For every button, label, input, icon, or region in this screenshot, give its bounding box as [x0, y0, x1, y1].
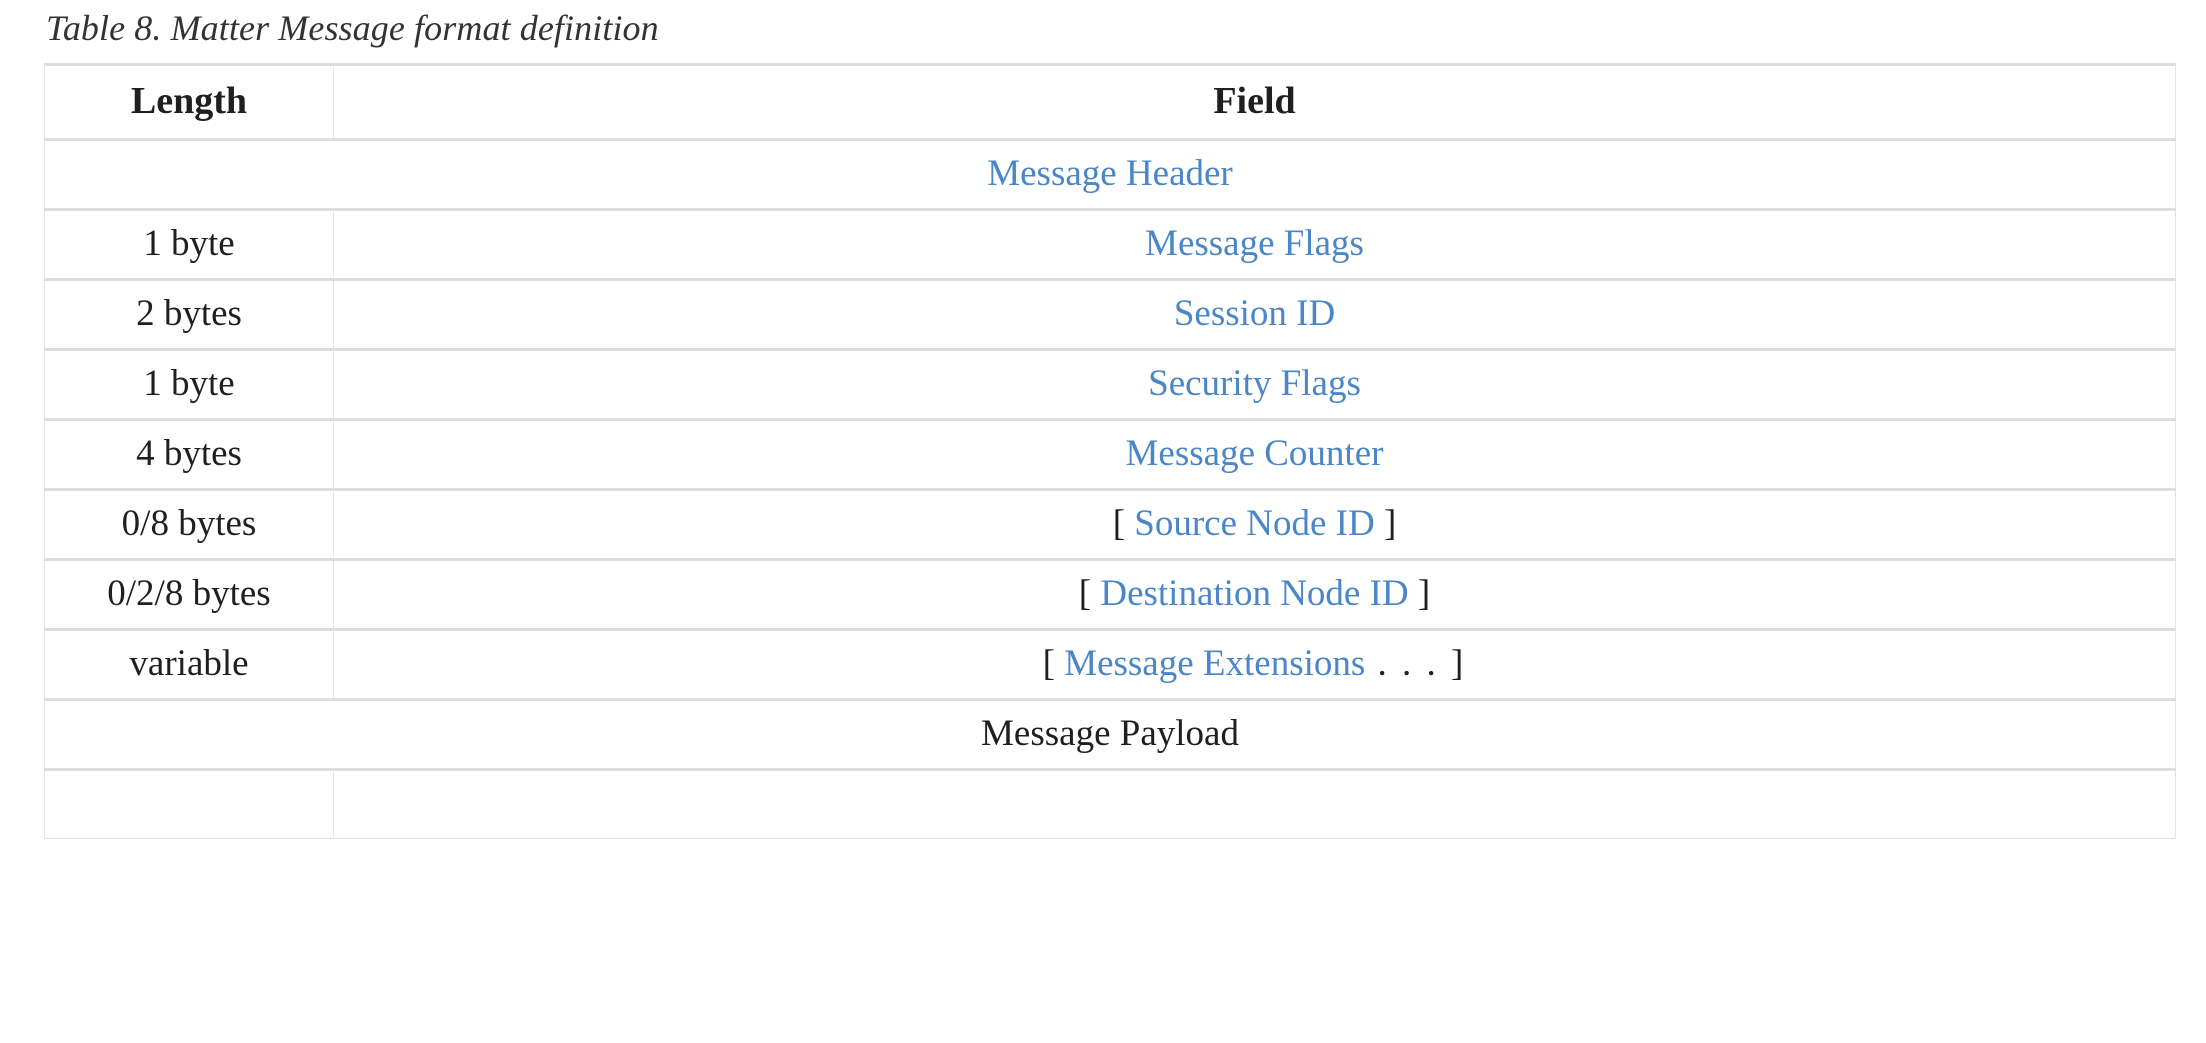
open-bracket: [ — [1078, 573, 1101, 615]
open-bracket: [ — [1112, 503, 1135, 545]
table-body: Message Header 1 byte Message Flags 2 bytes… — [44, 138, 2176, 839]
table-row: 1 byte Security Flags — [44, 348, 2176, 420]
table-row: 2 bytes Session ID — [44, 278, 2176, 350]
table-row — [44, 768, 2176, 839]
field-link[interactable]: Message Header — [987, 153, 1233, 195]
field-cell: Message Header — [44, 138, 2176, 210]
field-cell: [ Source Node ID ] — [333, 488, 2176, 560]
field-cell: Message Flags — [333, 208, 2176, 280]
length-cell: 1 byte — [44, 208, 334, 280]
length-cell: 2 bytes — [44, 278, 334, 350]
close-bracket: ] — [1374, 503, 1397, 545]
field-cell: [ Message Extensions . . . ] — [333, 628, 2176, 700]
field-link[interactable]: Security Flags — [1148, 363, 1361, 405]
field-label: Message Payload — [981, 713, 1239, 755]
field-link[interactable]: Session ID — [1173, 293, 1336, 335]
length-cell: variable — [44, 628, 334, 700]
field-link[interactable]: Message Flags — [1145, 223, 1364, 265]
table-row: variable[ Message Extensions . . . ] — [44, 628, 2176, 700]
length-cell: 4 bytes — [44, 418, 334, 490]
table-header: Length Field — [44, 64, 2176, 140]
field-link[interactable]: Destination Node ID — [1100, 573, 1409, 615]
table-header-row: Length Field — [44, 64, 2176, 140]
length-cell — [44, 768, 334, 839]
field-cell: Message Counter — [333, 418, 2176, 490]
open-bracket: [ — [1042, 643, 1065, 685]
field-cell: Session ID — [333, 278, 2176, 350]
field-cell: Security Flags — [333, 348, 2176, 420]
field-link[interactable]: Source Node ID — [1134, 503, 1375, 545]
table-row: 4 bytes Message Counter — [44, 418, 2176, 490]
table-row: Message Payload — [44, 698, 2176, 770]
length-cell: 1 byte — [44, 348, 334, 420]
close-bracket: ] — [1408, 573, 1431, 615]
ellipsis-close-bracket: . . . ] — [1365, 643, 1467, 685]
field-link[interactable]: Message Counter — [1125, 433, 1384, 475]
table-row: 1 byte Message Flags — [44, 208, 2176, 280]
field-cell: [ Destination Node ID ] — [333, 558, 2176, 630]
field-cell: Message Payload — [44, 698, 2176, 770]
length-cell: 0/2/8 bytes — [44, 558, 334, 630]
column-header-length: Length — [44, 64, 334, 140]
column-header-field: Field — [333, 64, 2176, 140]
table-row: 0/2/8 bytes[ Destination Node ID ] — [44, 558, 2176, 630]
field-link[interactable]: Message Extensions — [1064, 643, 1366, 685]
length-cell: 0/8 bytes — [44, 488, 334, 560]
field-cell — [333, 768, 2176, 839]
table-caption: Table 8. Matter Message format definitio… — [46, 8, 659, 48]
table-row: 0/8 bytes[ Source Node ID ] — [44, 488, 2176, 560]
table-row: Message Header — [44, 138, 2176, 210]
